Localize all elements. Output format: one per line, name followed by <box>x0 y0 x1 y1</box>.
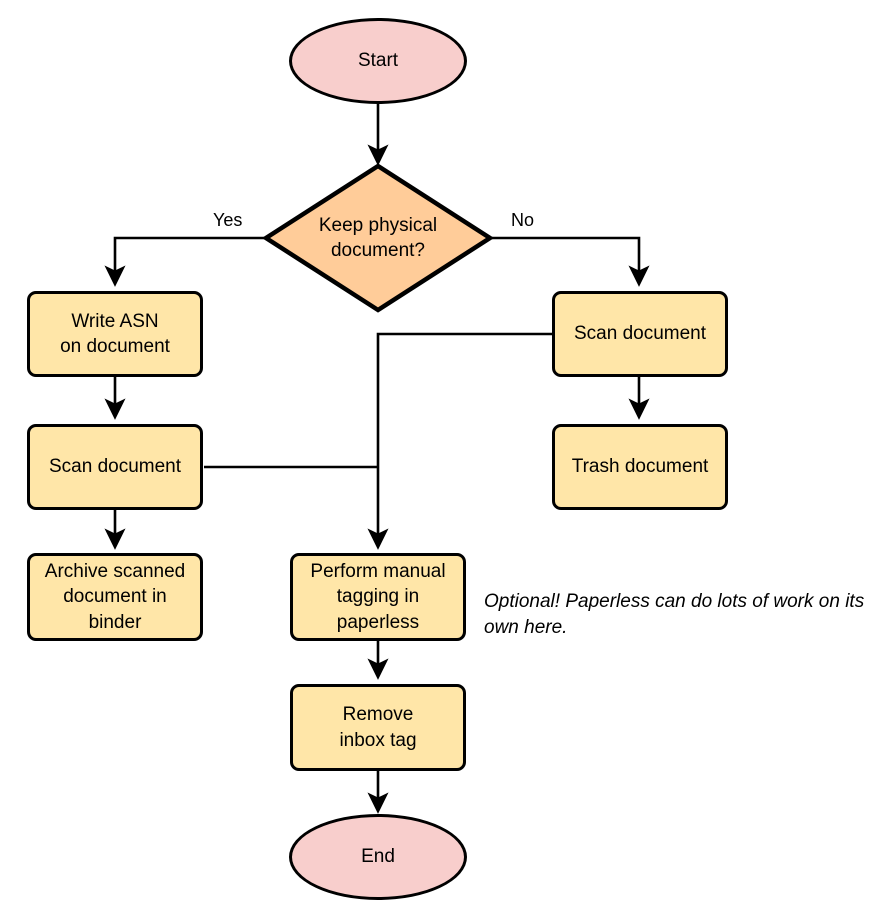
edge-scanright-to-tagging <box>367 332 552 550</box>
node-write-asn-label: Write ASN on document <box>60 310 170 357</box>
node-trash-document-label: Trash document <box>571 456 709 478</box>
node-remove-inbox-tag-label: Remove inbox tag <box>339 704 417 751</box>
node-write-asn[interactable]: Write ASN on document <box>27 291 203 377</box>
node-end[interactable]: End <box>289 814 467 900</box>
node-trash-document[interactable]: Trash document <box>552 424 728 510</box>
node-perform-manual-tagging[interactable]: Perform manual tagging in paperless <box>290 553 466 641</box>
node-decision-label: Keep physical document? <box>318 214 438 261</box>
node-remove-inbox-tag[interactable]: Remove inbox tag <box>290 684 466 771</box>
node-end-label: End <box>361 846 395 868</box>
annotation-optional-note: Optional! Paperless can do lots of work … <box>484 591 865 638</box>
node-scan-document-left[interactable]: Scan document <box>27 424 203 510</box>
node-keep-physical-document[interactable]: Keep physical document? <box>261 162 495 314</box>
node-scan-document-right[interactable]: Scan document <box>552 291 728 377</box>
edge-decision-no <box>492 236 650 287</box>
edge-label-no: No <box>508 210 538 231</box>
node-tagging-label: Perform manual tagging in paperless <box>310 561 446 633</box>
node-archive-label: Archive scanned document in binder <box>44 561 186 633</box>
node-archive-scanned-document[interactable]: Archive scanned document in binder <box>27 553 203 641</box>
node-scan-document-left-label: Scan document <box>48 456 182 478</box>
node-start[interactable]: Start <box>289 18 467 104</box>
edge-decision-yes <box>104 236 264 287</box>
diamond-shape <box>261 163 495 313</box>
edge-label-yes: Yes <box>210 210 246 231</box>
node-scan-document-right-label: Scan document <box>573 323 707 345</box>
node-start-label: Start <box>357 50 399 72</box>
